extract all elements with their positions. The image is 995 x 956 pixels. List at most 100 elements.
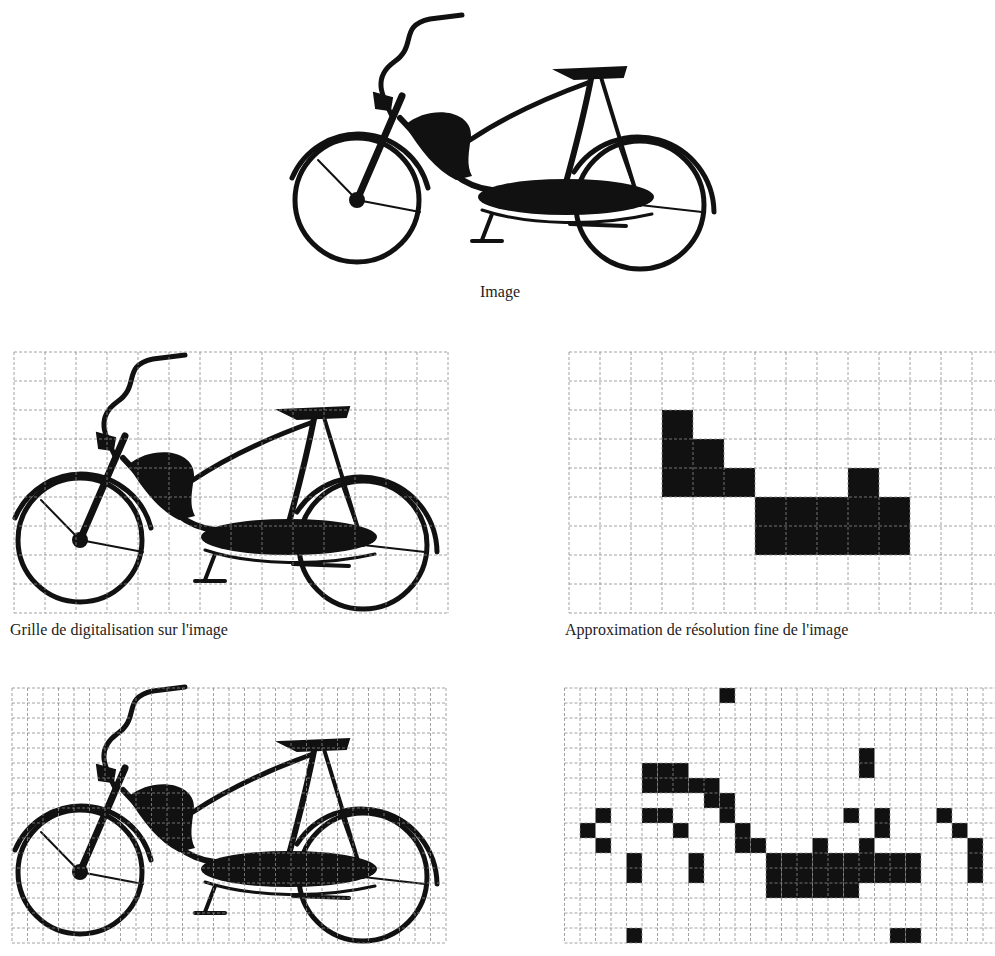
grid-line xyxy=(12,898,446,899)
grid-line xyxy=(921,688,922,943)
grid-line xyxy=(105,688,106,943)
grid-line xyxy=(673,688,674,943)
grid-line xyxy=(565,823,995,824)
grid-line xyxy=(797,688,798,943)
filled-pixel xyxy=(968,868,984,883)
grid-line xyxy=(704,688,705,943)
filled-pixel xyxy=(658,778,674,793)
grid-line xyxy=(12,763,446,764)
grid-line xyxy=(399,688,400,943)
grid-line xyxy=(569,352,995,353)
grid-line xyxy=(657,688,658,943)
grid-line xyxy=(569,497,995,498)
grid-line xyxy=(12,808,446,809)
filled-pixel xyxy=(662,439,693,468)
grid-line xyxy=(138,352,139,613)
filled-pixel xyxy=(782,868,798,883)
grid-line xyxy=(262,352,263,613)
grid-line xyxy=(12,688,446,689)
grid-line xyxy=(368,688,369,943)
grid-line xyxy=(662,352,663,613)
caption-box: Image xyxy=(480,282,520,301)
grid-line xyxy=(569,468,995,469)
grid-line xyxy=(14,555,448,556)
grid-line xyxy=(631,352,632,613)
grid-line xyxy=(786,352,787,613)
grid-line xyxy=(45,352,46,613)
grid-line xyxy=(755,352,756,613)
grid-line xyxy=(275,688,276,943)
grid-line xyxy=(611,688,612,943)
caption: Grille de digitalisation sur l'image xyxy=(10,620,228,639)
grid-line xyxy=(580,688,581,943)
grid-line xyxy=(565,778,995,779)
grid-line xyxy=(910,352,911,613)
grid-line xyxy=(120,688,121,943)
filled-pixel xyxy=(596,838,612,853)
filled-pixel xyxy=(689,868,705,883)
filled-pixel xyxy=(658,808,674,823)
filled-pixel xyxy=(627,868,643,883)
grid-line xyxy=(565,748,995,749)
grid-line xyxy=(879,352,880,613)
filled-pixel xyxy=(735,838,751,853)
filled-pixel xyxy=(859,838,875,853)
grid-line xyxy=(565,733,995,734)
filled-pixel xyxy=(906,868,922,883)
caption-box: Approximation de résolution fine de l'im… xyxy=(565,620,848,639)
grid-line xyxy=(446,688,447,943)
grid-line xyxy=(14,526,448,527)
grid-line xyxy=(353,688,354,943)
filled-pixel xyxy=(875,868,891,883)
grid-line xyxy=(724,352,725,613)
filled-pixel xyxy=(627,928,643,943)
grid-line xyxy=(213,688,214,943)
grid-line xyxy=(600,352,601,613)
filled-pixel xyxy=(689,853,705,868)
filled-pixel xyxy=(906,853,922,868)
grid-line xyxy=(565,703,995,704)
filled-pixel xyxy=(720,808,736,823)
grid-line xyxy=(967,688,968,943)
grid-line xyxy=(43,688,44,943)
grid-line xyxy=(972,352,973,613)
filled-pixel xyxy=(875,823,891,838)
filled-pixel xyxy=(662,410,693,439)
filled-pixel xyxy=(875,853,891,868)
filled-pixel xyxy=(704,793,720,808)
grid-line xyxy=(569,584,995,585)
bicycle-image xyxy=(292,15,714,269)
filled-pixel xyxy=(786,497,817,526)
filled-pixel xyxy=(859,853,875,868)
grid-line xyxy=(293,352,294,613)
grid-line xyxy=(766,688,767,943)
filled-pixel xyxy=(844,868,860,883)
grid-line xyxy=(595,688,596,943)
grid-line xyxy=(14,613,448,614)
grid-line xyxy=(843,688,844,943)
filled-pixel xyxy=(755,497,786,526)
grid-line xyxy=(565,913,995,914)
filled-pixel xyxy=(848,468,879,497)
filled-pixel xyxy=(844,883,860,898)
grid-line xyxy=(12,868,446,869)
filled-pixel xyxy=(890,868,906,883)
grid-line xyxy=(14,497,448,498)
grid-line xyxy=(244,688,245,943)
grid-line xyxy=(136,688,137,943)
grid-line xyxy=(231,352,232,613)
filled-pixel xyxy=(875,808,891,823)
grid-line xyxy=(941,352,942,613)
grid-line xyxy=(890,688,891,943)
grid-line xyxy=(12,838,446,839)
grid-line xyxy=(12,913,446,914)
filled-pixel xyxy=(642,763,658,778)
grid-line xyxy=(229,688,230,943)
grid-line xyxy=(14,352,448,353)
grid-line xyxy=(565,853,995,854)
filled-pixel xyxy=(813,868,829,883)
grid-line xyxy=(430,688,431,943)
grid-line xyxy=(735,688,736,943)
grid-line xyxy=(569,439,995,440)
grid-line xyxy=(355,352,356,613)
